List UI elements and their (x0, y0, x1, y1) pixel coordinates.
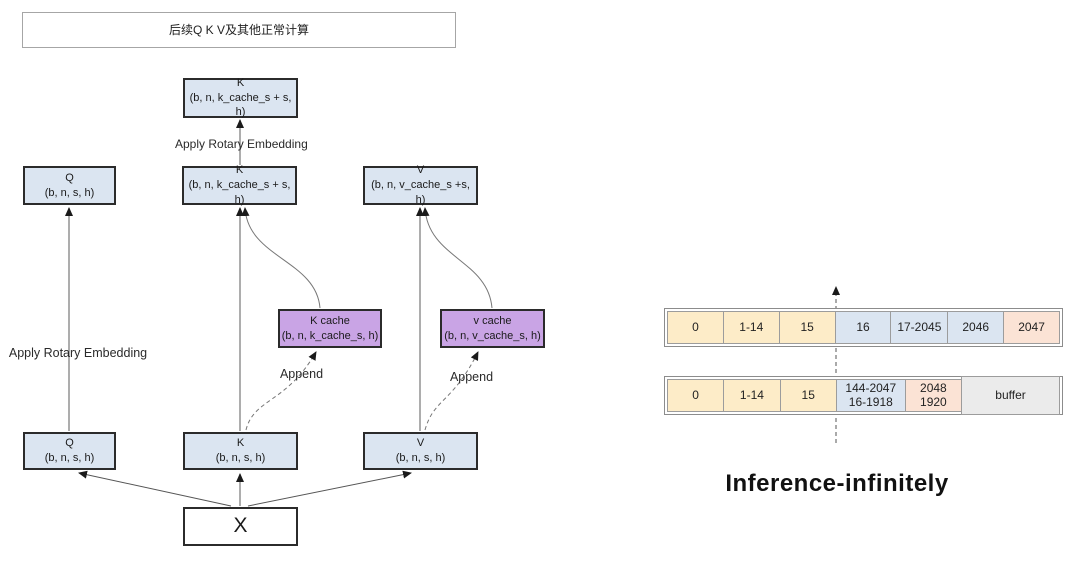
node-v-cache: v cache (b, n, v_cache_s, h) (440, 309, 545, 348)
node-shape: (b, n, s, h) (44, 452, 95, 464)
node-v-bottom: V (b, n, s, h) (363, 432, 478, 470)
memory-cell: 0 (667, 311, 724, 344)
node-shape: (b, n, v_cache_s, h) (444, 329, 541, 342)
memory-cell: 2046 (947, 311, 1005, 344)
memory-diagram-title: Inference-infinitely (725, 470, 949, 497)
node-shape: (b, n, k_cache_s + s, h) (189, 91, 292, 119)
banner-subsequent-computation: 后续Q K V及其他正常计算 (22, 12, 456, 48)
node-k-mid: K (b, n, k_cache_s + s, h) (182, 164, 297, 206)
node-title: K cache (310, 314, 350, 327)
node-title: K (235, 164, 244, 177)
arrow-x-to-q (78, 470, 232, 507)
node-title: V (416, 164, 425, 177)
node-shape: (b, n, v_cache_s +s, h) (371, 179, 470, 206)
memory-row-1: 0 1-14 15 16 17-2045 2046 2047 (664, 308, 1063, 347)
node-shape: (b, n, k_cache_s, h) (281, 329, 379, 342)
memory-cell: 1-14 (723, 379, 781, 412)
node-shape: (b, n, s, h) (395, 452, 446, 464)
node-shape: (b, n, k_cache_s + s, h) (188, 179, 291, 206)
memory-cell-line: 1920 (920, 394, 947, 409)
curve-vcache-to-v-mid (421, 207, 493, 309)
memory-cell: 0 (667, 379, 725, 412)
memory-cell-line: 144-2047 (845, 380, 897, 395)
memory-cell: 15 (778, 311, 836, 344)
memory-cell: 15 (779, 379, 837, 412)
node-v-mid: V (b, n, v_cache_s +s, h) (363, 164, 478, 206)
node-shape: (b, n, s, h) (215, 452, 266, 464)
dashed-append-k (245, 351, 317, 431)
arrow-x-to-v (247, 470, 412, 507)
label-append-k: Append (279, 367, 324, 381)
node-shape: (b, n, s, h) (44, 186, 95, 199)
curve-kcache-to-k-mid (241, 207, 321, 309)
node-q-bottom: Q (b, n, s, h) (23, 432, 116, 470)
node-x-input: X (183, 507, 298, 546)
banner-text: 后续Q K V及其他正常计算 (168, 22, 309, 37)
node-title: Q (65, 437, 74, 450)
label-apply-rotary-top: Apply Rotary Embedding (175, 137, 308, 151)
node-q-mid: Q (b, n, s, h) (23, 166, 116, 205)
node-title: X (233, 514, 248, 538)
node-title: K (236, 76, 245, 89)
memory-cell: 2047 (1003, 311, 1060, 344)
memory-cell: 17-2045 (890, 311, 949, 344)
memory-cell-line: 16-1918 (848, 394, 893, 409)
node-title: v cache (473, 314, 512, 327)
node-k-top: K (b, n, k_cache_s + s, h) (183, 76, 298, 119)
memory-cell: 1-14 (722, 311, 780, 344)
memory-cell-buffer: buffer (961, 376, 1060, 415)
node-title: V (416, 437, 425, 450)
node-k-cache: K cache (b, n, k_cache_s, h) (278, 309, 382, 348)
memory-cell-line: 2048 (920, 380, 947, 395)
label-apply-rotary-left: Apply Rotary Embedding (8, 346, 148, 360)
node-k-bottom: K (b, n, s, h) (183, 432, 298, 470)
memory-cell: 2048 1920 (904, 379, 963, 412)
dashed-append-v (424, 351, 479, 431)
memory-row-2: 0 1-14 15 144-2047 16-1918 2048 1920 buf… (664, 376, 1063, 415)
node-title: K (236, 437, 245, 450)
memory-cell: 144-2047 16-1918 (835, 379, 906, 412)
node-title: Q (65, 171, 74, 184)
label-append-v: Append (449, 370, 494, 384)
memory-cell: 16 (834, 311, 892, 344)
